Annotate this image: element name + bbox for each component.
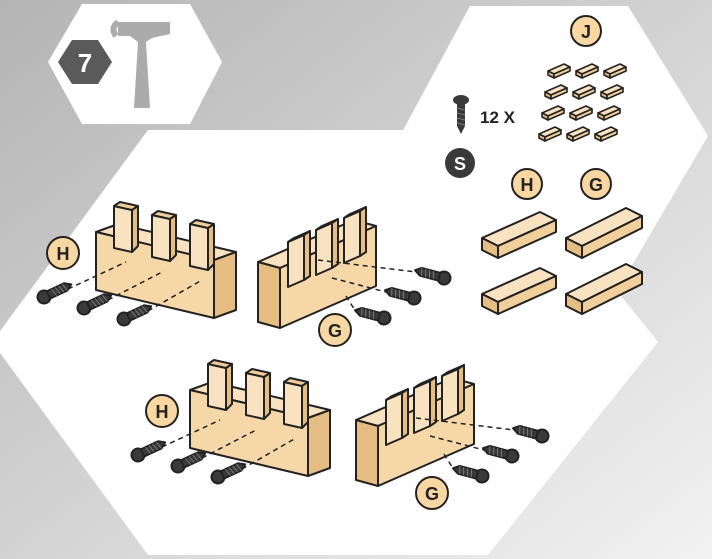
label-g-top: G (328, 321, 342, 341)
label-badge-g-bottom: G (416, 477, 448, 509)
screw-label: S (454, 154, 466, 174)
screw-label-badge: S (445, 148, 475, 178)
label-g-bottom: G (425, 484, 439, 504)
label-g-hardware: G (589, 175, 603, 195)
label-badge-g-top: G (319, 314, 351, 346)
label-badge-g-hardware: G (581, 169, 611, 199)
step-number: 7 (78, 48, 92, 78)
label-badge-h-top: H (47, 237, 79, 269)
label-h-hardware: H (521, 175, 534, 195)
label-h-bottom: H (156, 402, 169, 422)
label-h-top: H (57, 244, 70, 264)
screw-quantity: 12 X (480, 108, 516, 127)
label-badge-j: J (571, 16, 601, 46)
label-badge-h-bottom: H (146, 395, 178, 427)
label-badge-h-hardware: H (512, 169, 542, 199)
label-j: J (581, 22, 591, 42)
